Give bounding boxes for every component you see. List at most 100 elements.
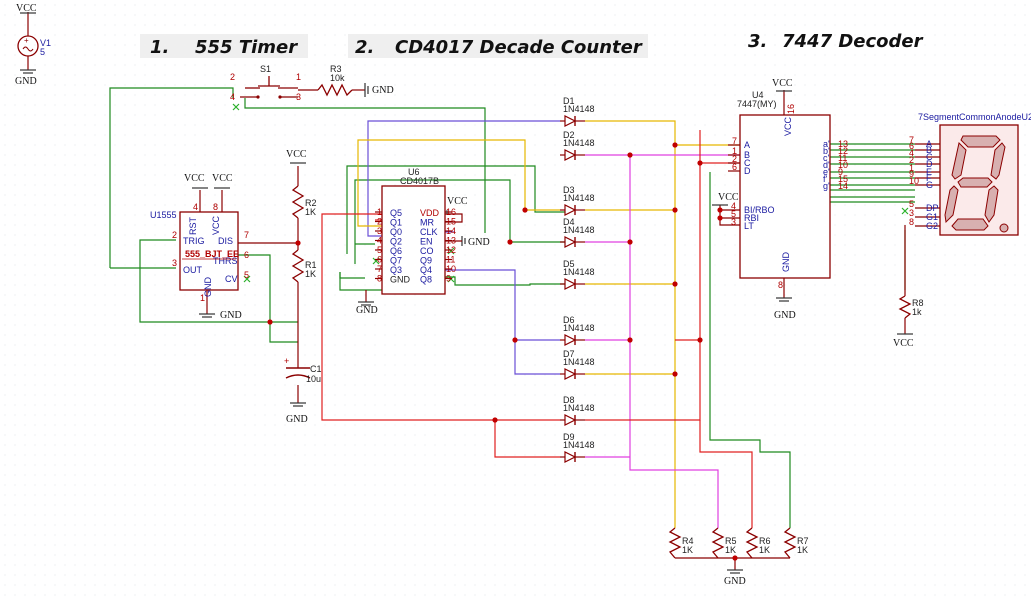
decoder-pin-label: g' bbox=[823, 181, 830, 191]
svg-text:3: 3 bbox=[172, 258, 177, 268]
resistor-r1[interactable]: R1 1K bbox=[291, 249, 317, 283]
capacitor-c1[interactable]: + C1 10u GND bbox=[284, 356, 322, 425]
svg-text:VCC: VCC bbox=[783, 116, 793, 136]
ic-555-timer[interactable]: VCC VCC U1555 4 8 RST VCC TRIG OUT DIS T… bbox=[150, 173, 249, 321]
cd4017-pin-label: Q9 bbox=[420, 256, 432, 266]
decoder-pin-label: a' bbox=[823, 139, 830, 149]
svg-text:10u: 10u bbox=[306, 374, 321, 384]
cd4017-pin-label: Q3 bbox=[390, 265, 402, 275]
display-pin-num: 4 bbox=[909, 148, 914, 158]
svg-text:7447(MY): 7447(MY) bbox=[737, 99, 777, 109]
cd4017-pin-label: MR bbox=[420, 218, 434, 228]
segment-glyph bbox=[944, 135, 1009, 233]
svg-text:GND: GND bbox=[286, 414, 308, 425]
pulldown-value: 1K bbox=[725, 545, 736, 555]
svg-text:+: + bbox=[24, 36, 29, 45]
svg-text:8: 8 bbox=[778, 280, 783, 290]
svg-text:C1: C1 bbox=[310, 364, 322, 374]
svg-text:TRIG: TRIG bbox=[183, 236, 205, 246]
title-text: 7447 Decoder bbox=[782, 31, 924, 52]
svg-text:THRS: THRS bbox=[213, 256, 238, 266]
resistor-r2[interactable]: VCC R2 1K bbox=[286, 149, 317, 219]
junctions bbox=[267, 142, 738, 561]
s1-ref: S1 bbox=[260, 64, 271, 74]
display-pin-label: C bbox=[926, 152, 933, 162]
diode-part: 1N4148 bbox=[563, 440, 595, 450]
cd4017-pin-num: 11 bbox=[446, 255, 455, 265]
pulldown-ref: R5 bbox=[725, 536, 737, 546]
title-number: 2. bbox=[355, 37, 374, 58]
display-pin-num: 7 bbox=[909, 135, 914, 145]
diode-part: 1N4148 bbox=[563, 267, 595, 277]
svg-text:1K: 1K bbox=[305, 207, 316, 217]
display-pin-label: G2 bbox=[926, 221, 938, 231]
display-pin-label: DP bbox=[926, 203, 939, 213]
pulldown-value: 1K bbox=[682, 545, 693, 555]
cd4017-pin-label: Q4 bbox=[420, 265, 432, 275]
cd4017-pin-label: Q6 bbox=[390, 246, 402, 256]
svg-text:GND: GND bbox=[774, 310, 796, 321]
diode-ref: D1 bbox=[563, 96, 575, 106]
decoder-pin-label: LT bbox=[744, 221, 754, 231]
cd4017-pin-label: Q0 bbox=[390, 227, 402, 237]
yellow-nets bbox=[357, 120, 740, 528]
cd4017-pin-num: 8 bbox=[377, 274, 382, 284]
v1-source[interactable]: VCC + V1 5 GND bbox=[15, 3, 51, 87]
title-text: 555 Timer bbox=[195, 37, 298, 58]
svg-text:+: + bbox=[284, 356, 289, 366]
diode-part: 1N4148 bbox=[563, 357, 595, 367]
display-pin-num: 3 bbox=[909, 208, 914, 218]
purple-nets bbox=[367, 120, 560, 375]
cd4017-pin-num: 2 bbox=[377, 217, 382, 227]
timer-ref: U1555 bbox=[150, 210, 177, 220]
cd4017-pin-num: 14 bbox=[446, 226, 456, 236]
svg-text:R3: R3 bbox=[330, 64, 342, 74]
switch-s1[interactable]: S1 2 1 4 3 bbox=[230, 64, 301, 102]
display-pin-num: 1 bbox=[909, 163, 914, 173]
svg-text:GND: GND bbox=[781, 252, 791, 273]
svg-text:R8: R8 bbox=[912, 298, 924, 308]
decoder-pin-num: 3 bbox=[731, 217, 736, 227]
diode-ref: D4 bbox=[563, 217, 575, 227]
diode-part: 1N4148 bbox=[563, 104, 595, 114]
svg-text:5: 5 bbox=[244, 270, 249, 280]
cd4017-pin-num: 1 bbox=[377, 207, 382, 217]
cd4017-pin-num: 15 bbox=[446, 217, 456, 227]
svg-text:VCC: VCC bbox=[184, 173, 205, 184]
svg-text:7: 7 bbox=[244, 230, 249, 240]
title-number: 1. bbox=[150, 37, 169, 58]
diode-part: 1N4148 bbox=[563, 193, 595, 203]
cd4017-pin-label: GND bbox=[390, 275, 411, 285]
resistor-r8[interactable]: R8 1k VCC bbox=[893, 295, 924, 349]
decoder-pin-label: A bbox=[744, 140, 750, 150]
decoder-pin-label: C bbox=[744, 158, 751, 168]
svg-text:4: 4 bbox=[193, 202, 198, 212]
decoder-pin-num: 11 bbox=[838, 153, 847, 163]
decoder-output-pins: 13a'12b'11c'10d'9e'15f'14g' bbox=[823, 139, 848, 191]
pulldown-value: 1K bbox=[759, 545, 770, 555]
svg-text:VCC: VCC bbox=[212, 173, 233, 184]
resistor-r3[interactable]: R3 10k GND bbox=[317, 64, 394, 97]
cd4017-pin-label: CLK bbox=[420, 227, 438, 237]
svg-text:7SegmentCommonAnodeU2: 7SegmentCommonAnodeU2 bbox=[918, 112, 1031, 122]
decoder-pin-num: 5 bbox=[731, 209, 736, 219]
